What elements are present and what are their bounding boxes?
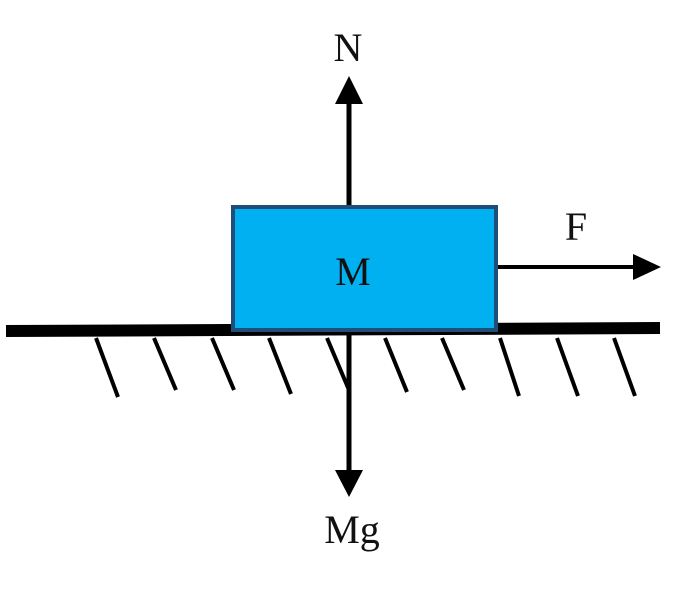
weight-force-arrow (335, 332, 363, 497)
block-label: M (335, 249, 371, 294)
hatch-mark (152, 337, 178, 391)
hatch-mark (612, 337, 637, 397)
hatch-mark (267, 337, 293, 395)
hatch-mark (498, 337, 521, 397)
normal-force-label: N (334, 25, 363, 70)
normal-force-arrow (335, 76, 363, 207)
hatch-mark (94, 337, 120, 398)
weight-force-label: Mg (324, 507, 380, 552)
hatch-mark (440, 337, 466, 391)
hatch-mark (383, 337, 409, 393)
hatch-mark (325, 337, 351, 391)
applied-force-label: F (565, 204, 587, 249)
ground-hatching (94, 337, 637, 398)
applied-force-arrow (497, 254, 661, 280)
hatch-mark (555, 337, 580, 397)
block (231, 205, 498, 332)
hatch-mark (210, 337, 236, 391)
